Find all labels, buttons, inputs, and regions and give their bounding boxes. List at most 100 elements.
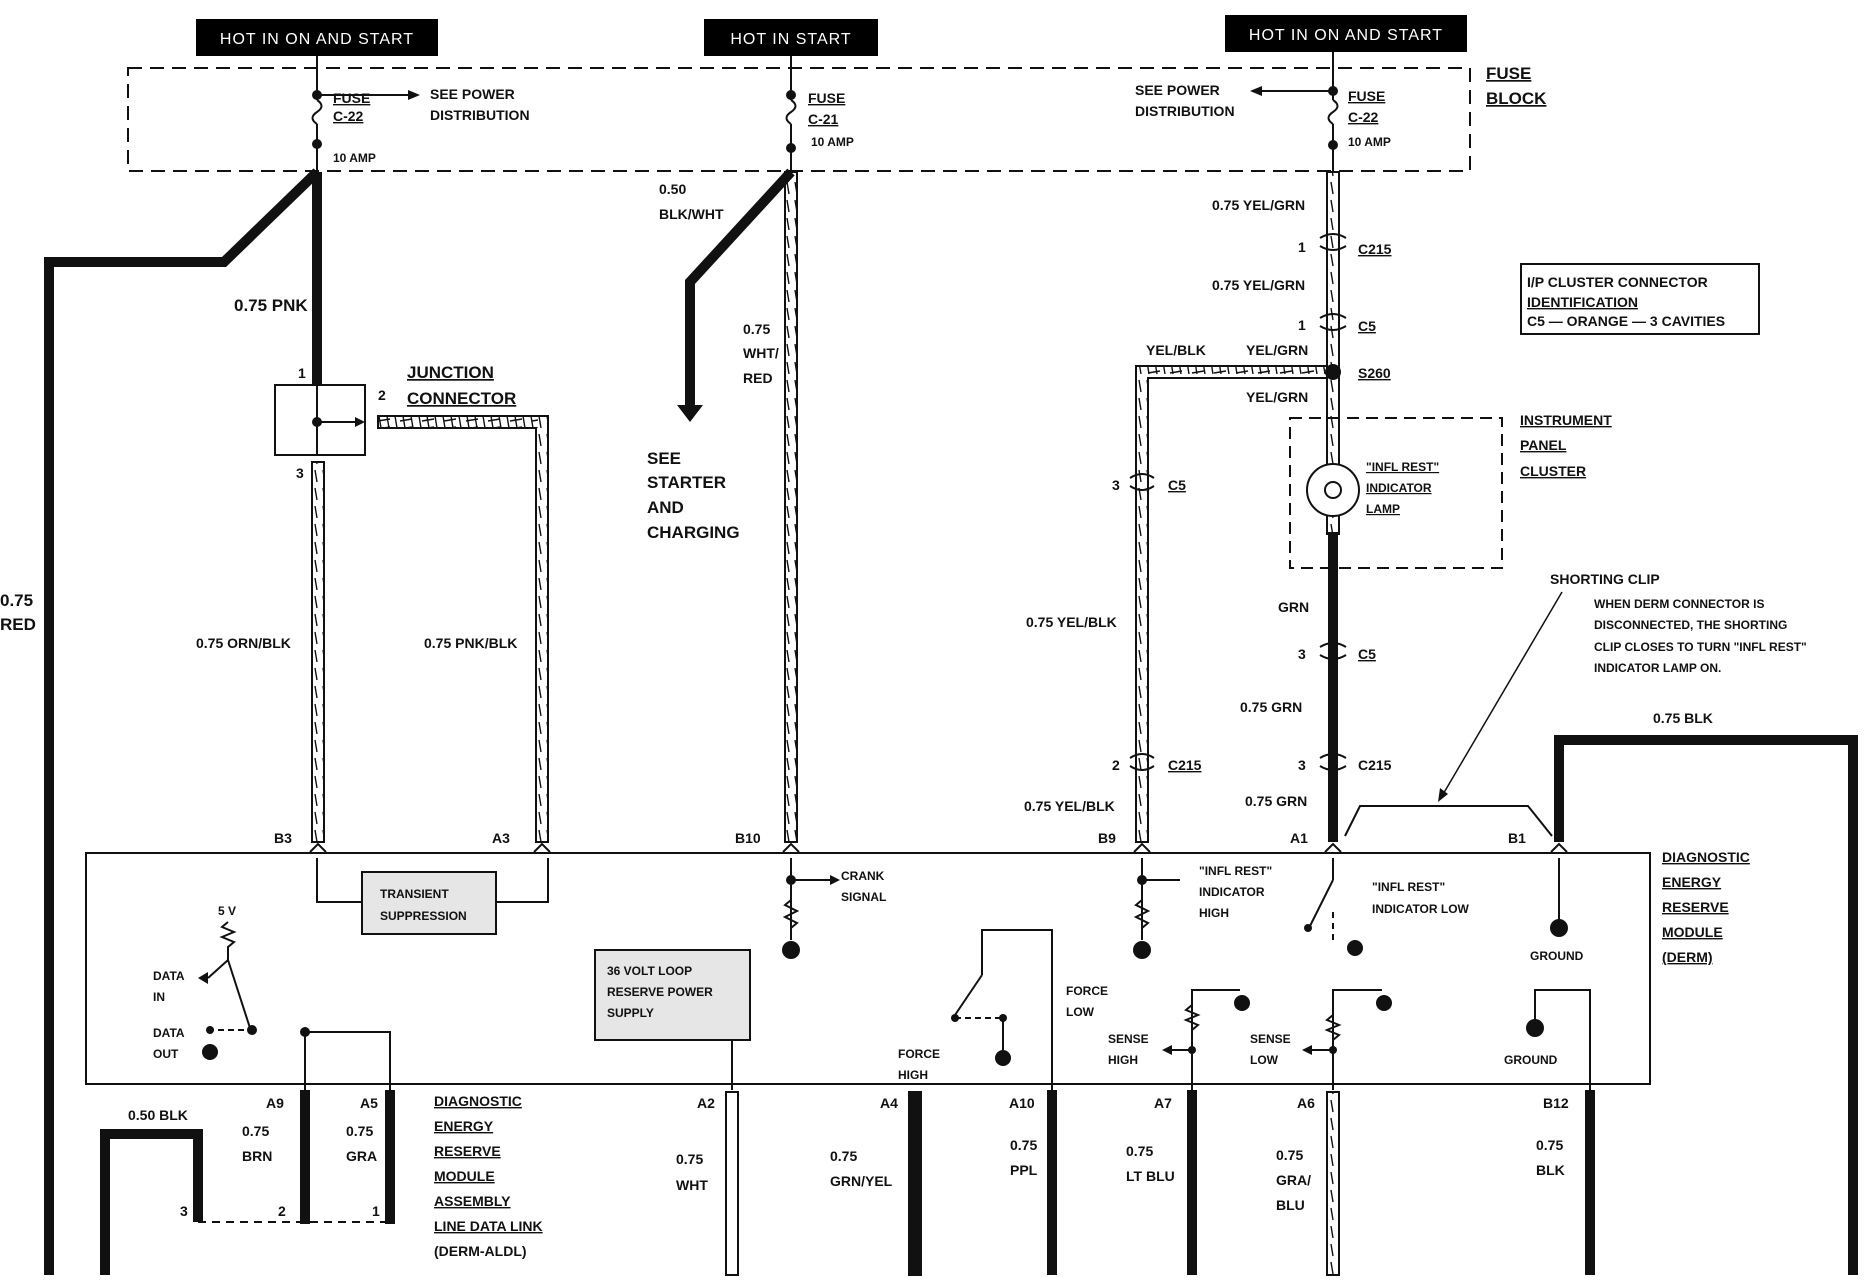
data-out-1: DATA	[153, 1026, 185, 1040]
c5-top: C5	[1358, 318, 1376, 334]
label-wht-2: WHT	[676, 1177, 708, 1193]
label-grn-2: 0.75 GRN	[1245, 793, 1307, 809]
label-whtred-3: RED	[743, 370, 773, 386]
aldl-title-2: ENERGY	[434, 1118, 494, 1134]
pin-a5: A5	[360, 1095, 378, 1111]
label-050: 0.50	[659, 181, 686, 197]
derm-title-1: DIAGNOSTIC	[1662, 849, 1750, 865]
label-b12blk-2: BLK	[1536, 1162, 1565, 1178]
label-grablu-1: 0.75	[1276, 1147, 1303, 1163]
derm-box	[85, 852, 1651, 1085]
derm-title-4: MODULE	[1662, 924, 1723, 940]
label-grn-1: 0.75 GRN	[1240, 699, 1302, 715]
data-in-2: IN	[153, 990, 165, 1004]
c5-pin-top: 1	[1298, 317, 1306, 333]
c5-pin-mid: 3	[1298, 646, 1306, 662]
ip-cluster-id-box: I/P CLUSTER CONNECTOR IDENTIFICATION C5 …	[1520, 263, 1760, 335]
label-b12blk-1: 0.75	[1536, 1137, 1563, 1153]
label-blk-wht: BLK/WHT	[659, 206, 724, 222]
infl-high-2: INDICATOR	[1199, 885, 1265, 899]
pin-a3: A3	[492, 830, 510, 846]
aldl-title-5: ASSEMBLY	[434, 1193, 511, 1209]
crank-2: SIGNAL	[841, 890, 886, 904]
header-tag-2: HOT IN START	[704, 19, 878, 56]
label-ppl-1: 0.75	[1010, 1137, 1037, 1153]
wire-orn-blk	[311, 461, 325, 843]
supply-2: RESERVE POWER	[607, 985, 713, 999]
supply-1: 36 VOLT LOOP	[607, 964, 692, 978]
c5-pin-left: 3	[1112, 477, 1120, 493]
v5-label: 5 V	[218, 904, 236, 918]
bottom-wires	[100, 1090, 1595, 1276]
fuse-1-id: C-22	[333, 108, 364, 124]
wire-pnk-blk	[377, 415, 549, 843]
pin-a1: A1	[1290, 830, 1308, 846]
sense-high-1: SENSE	[1108, 1032, 1149, 1046]
c5-left: C5	[1168, 477, 1186, 493]
fuse-2-id: C-21	[808, 111, 839, 127]
shorting-note-1: WHEN DERM CONNECTOR IS	[1594, 597, 1764, 611]
data-in-1: DATA	[153, 969, 185, 983]
junction-title-2: CONNECTOR	[407, 389, 516, 408]
see-power-2-a: SEE POWER	[1135, 82, 1220, 98]
label-whtred-2: WHT/	[743, 345, 779, 361]
see-power-1-b: DISTRIBUTION	[430, 107, 530, 123]
see-starter-3: AND	[647, 498, 684, 517]
fuse-3-rating: 10 AMP	[1348, 135, 1391, 149]
lamp-label-2: INDICATOR	[1366, 481, 1432, 495]
sense-high-2: HIGH	[1108, 1053, 1138, 1067]
pin-b12: B12	[1543, 1095, 1569, 1111]
shorting-clip	[1344, 805, 1553, 837]
fuse-block-box	[127, 67, 1471, 172]
see-starter-1: SEE	[647, 449, 681, 468]
label-orn-blk: 0.75 ORN/BLK	[196, 635, 291, 651]
pin-b3: B3	[274, 830, 292, 846]
shorting-note-4: INDICATOR LAMP ON.	[1594, 661, 1721, 675]
junction-pin-2: 2	[378, 387, 386, 403]
label-red-2: RED	[0, 615, 36, 634]
infl-high-1: "INFL REST"	[1199, 864, 1272, 878]
pin-b9: B9	[1098, 830, 1116, 846]
pin-a4: A4	[880, 1095, 898, 1111]
wire-blk-wht	[685, 168, 795, 410]
see-power-1-a: SEE POWER	[430, 86, 515, 102]
fuse-1-label: FUSE	[333, 90, 370, 106]
label-blk-right: 0.75 BLK	[1653, 710, 1713, 726]
ground-1: GROUND	[1530, 949, 1584, 963]
c5-mid: C5	[1358, 646, 1376, 662]
force-high-1: FORCE	[898, 1047, 940, 1061]
transient-1: TRANSIENT	[380, 887, 449, 901]
c215-pin-top: 1	[1298, 239, 1306, 255]
label-ltblu-1: 0.75	[1126, 1143, 1153, 1159]
aldl-pin-2: 2	[278, 1203, 286, 1219]
c215-top: C215	[1358, 241, 1392, 257]
crank-1: CRANK	[841, 869, 885, 883]
cluster-title-3: CLUSTER	[1520, 463, 1586, 479]
ip-id-line1: I/P CLUSTER CONNECTOR	[1527, 274, 1708, 290]
transient-box	[361, 871, 497, 935]
sense-low-1: SENSE	[1250, 1032, 1291, 1046]
label-red-1: 0.75	[0, 591, 33, 610]
junction-title-1: JUNCTION	[407, 363, 494, 382]
label-grnyel-2: GRN/YEL	[830, 1173, 893, 1189]
infl-low-2: INDICATOR LOW	[1372, 902, 1470, 916]
header-tag-3: HOT IN ON AND START	[1225, 15, 1467, 52]
cluster-title-2: PANEL	[1520, 437, 1567, 453]
data-out-2: OUT	[153, 1047, 179, 1061]
label-yelblk-low: 0.75 YEL/BLK	[1024, 798, 1115, 814]
force-low-2: LOW	[1066, 1005, 1095, 1019]
shorting-note-3: CLIP CLOSES TO TURN "INFL REST"	[1594, 640, 1807, 654]
pin-b1: B1	[1508, 830, 1526, 846]
cluster-title-1: INSTRUMENT	[1520, 412, 1612, 428]
sense-low-2: LOW	[1250, 1053, 1279, 1067]
wire-blk-right	[1554, 735, 1858, 1275]
supply-box	[594, 949, 751, 1041]
label-ltblu-2: LT BLU	[1126, 1168, 1175, 1184]
label-yelgrn-1: 0.75 YEL/GRN	[1212, 197, 1305, 213]
header-tag-1: HOT IN ON AND START	[196, 19, 438, 56]
fuse-c21: FUSE C-21 10 AMP	[785, 56, 854, 172]
label-gra-2: GRA	[346, 1148, 377, 1164]
label-gra-1: 0.75	[346, 1123, 373, 1139]
label-wht-1: 0.75	[676, 1151, 703, 1167]
